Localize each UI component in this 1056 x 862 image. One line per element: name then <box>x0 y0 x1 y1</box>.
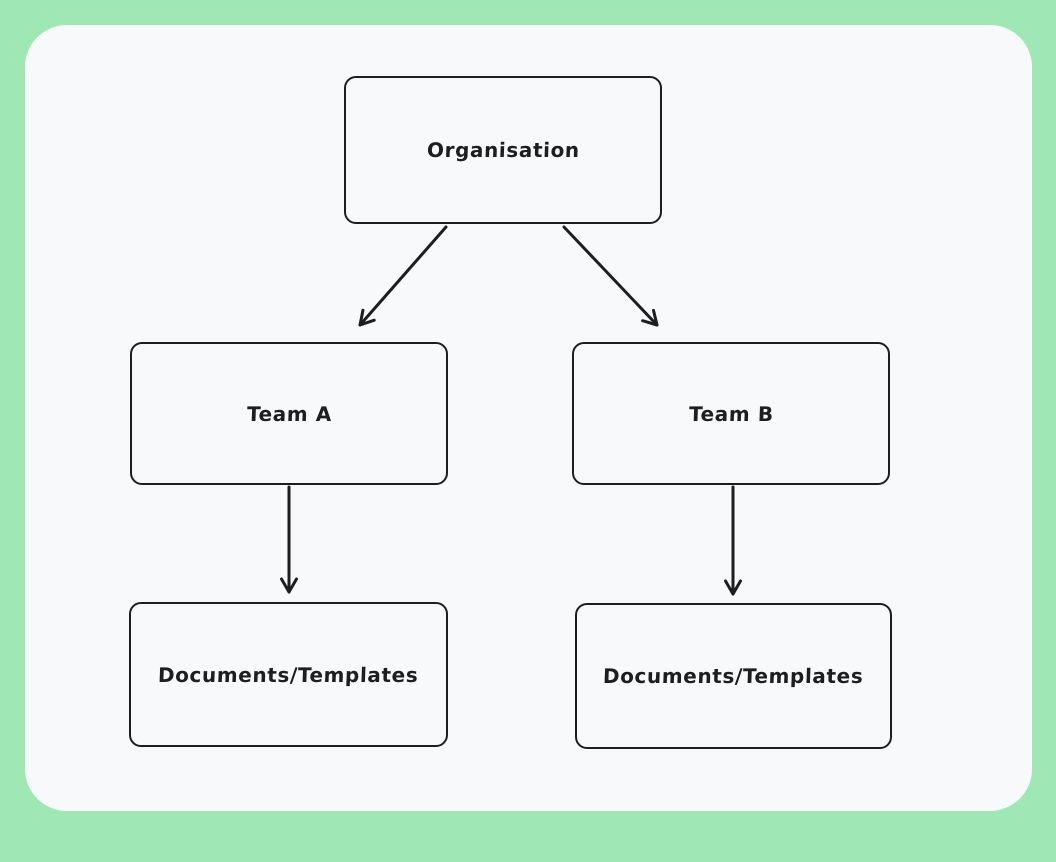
node-organisation[interactable]: Organisation <box>344 76 662 224</box>
node-team-b-label: Team B <box>688 401 774 426</box>
node-team-b[interactable]: Team B <box>572 342 890 485</box>
edge-organisation-team-a[interactable] <box>358 225 448 327</box>
page-background: { "theme": { "frame_color": "#9fe7b4", "… <box>25 25 1032 811</box>
node-team-a-label: Team A <box>246 401 332 426</box>
node-documents-b[interactable]: Documents/Templates <box>575 603 892 749</box>
node-documents-a-label: Documents/Templates <box>157 662 420 687</box>
diagram-canvas[interactable]: Organisation Team A Team B Documents/Tem… <box>25 25 1032 811</box>
node-documents-b-label: Documents/Templates <box>602 664 865 688</box>
edge-organisation-team-b[interactable] <box>562 225 659 327</box>
node-team-a[interactable]: Team A <box>130 342 448 485</box>
node-documents-a[interactable]: Documents/Templates <box>129 602 448 747</box>
node-organisation-label: Organisation <box>426 138 580 162</box>
